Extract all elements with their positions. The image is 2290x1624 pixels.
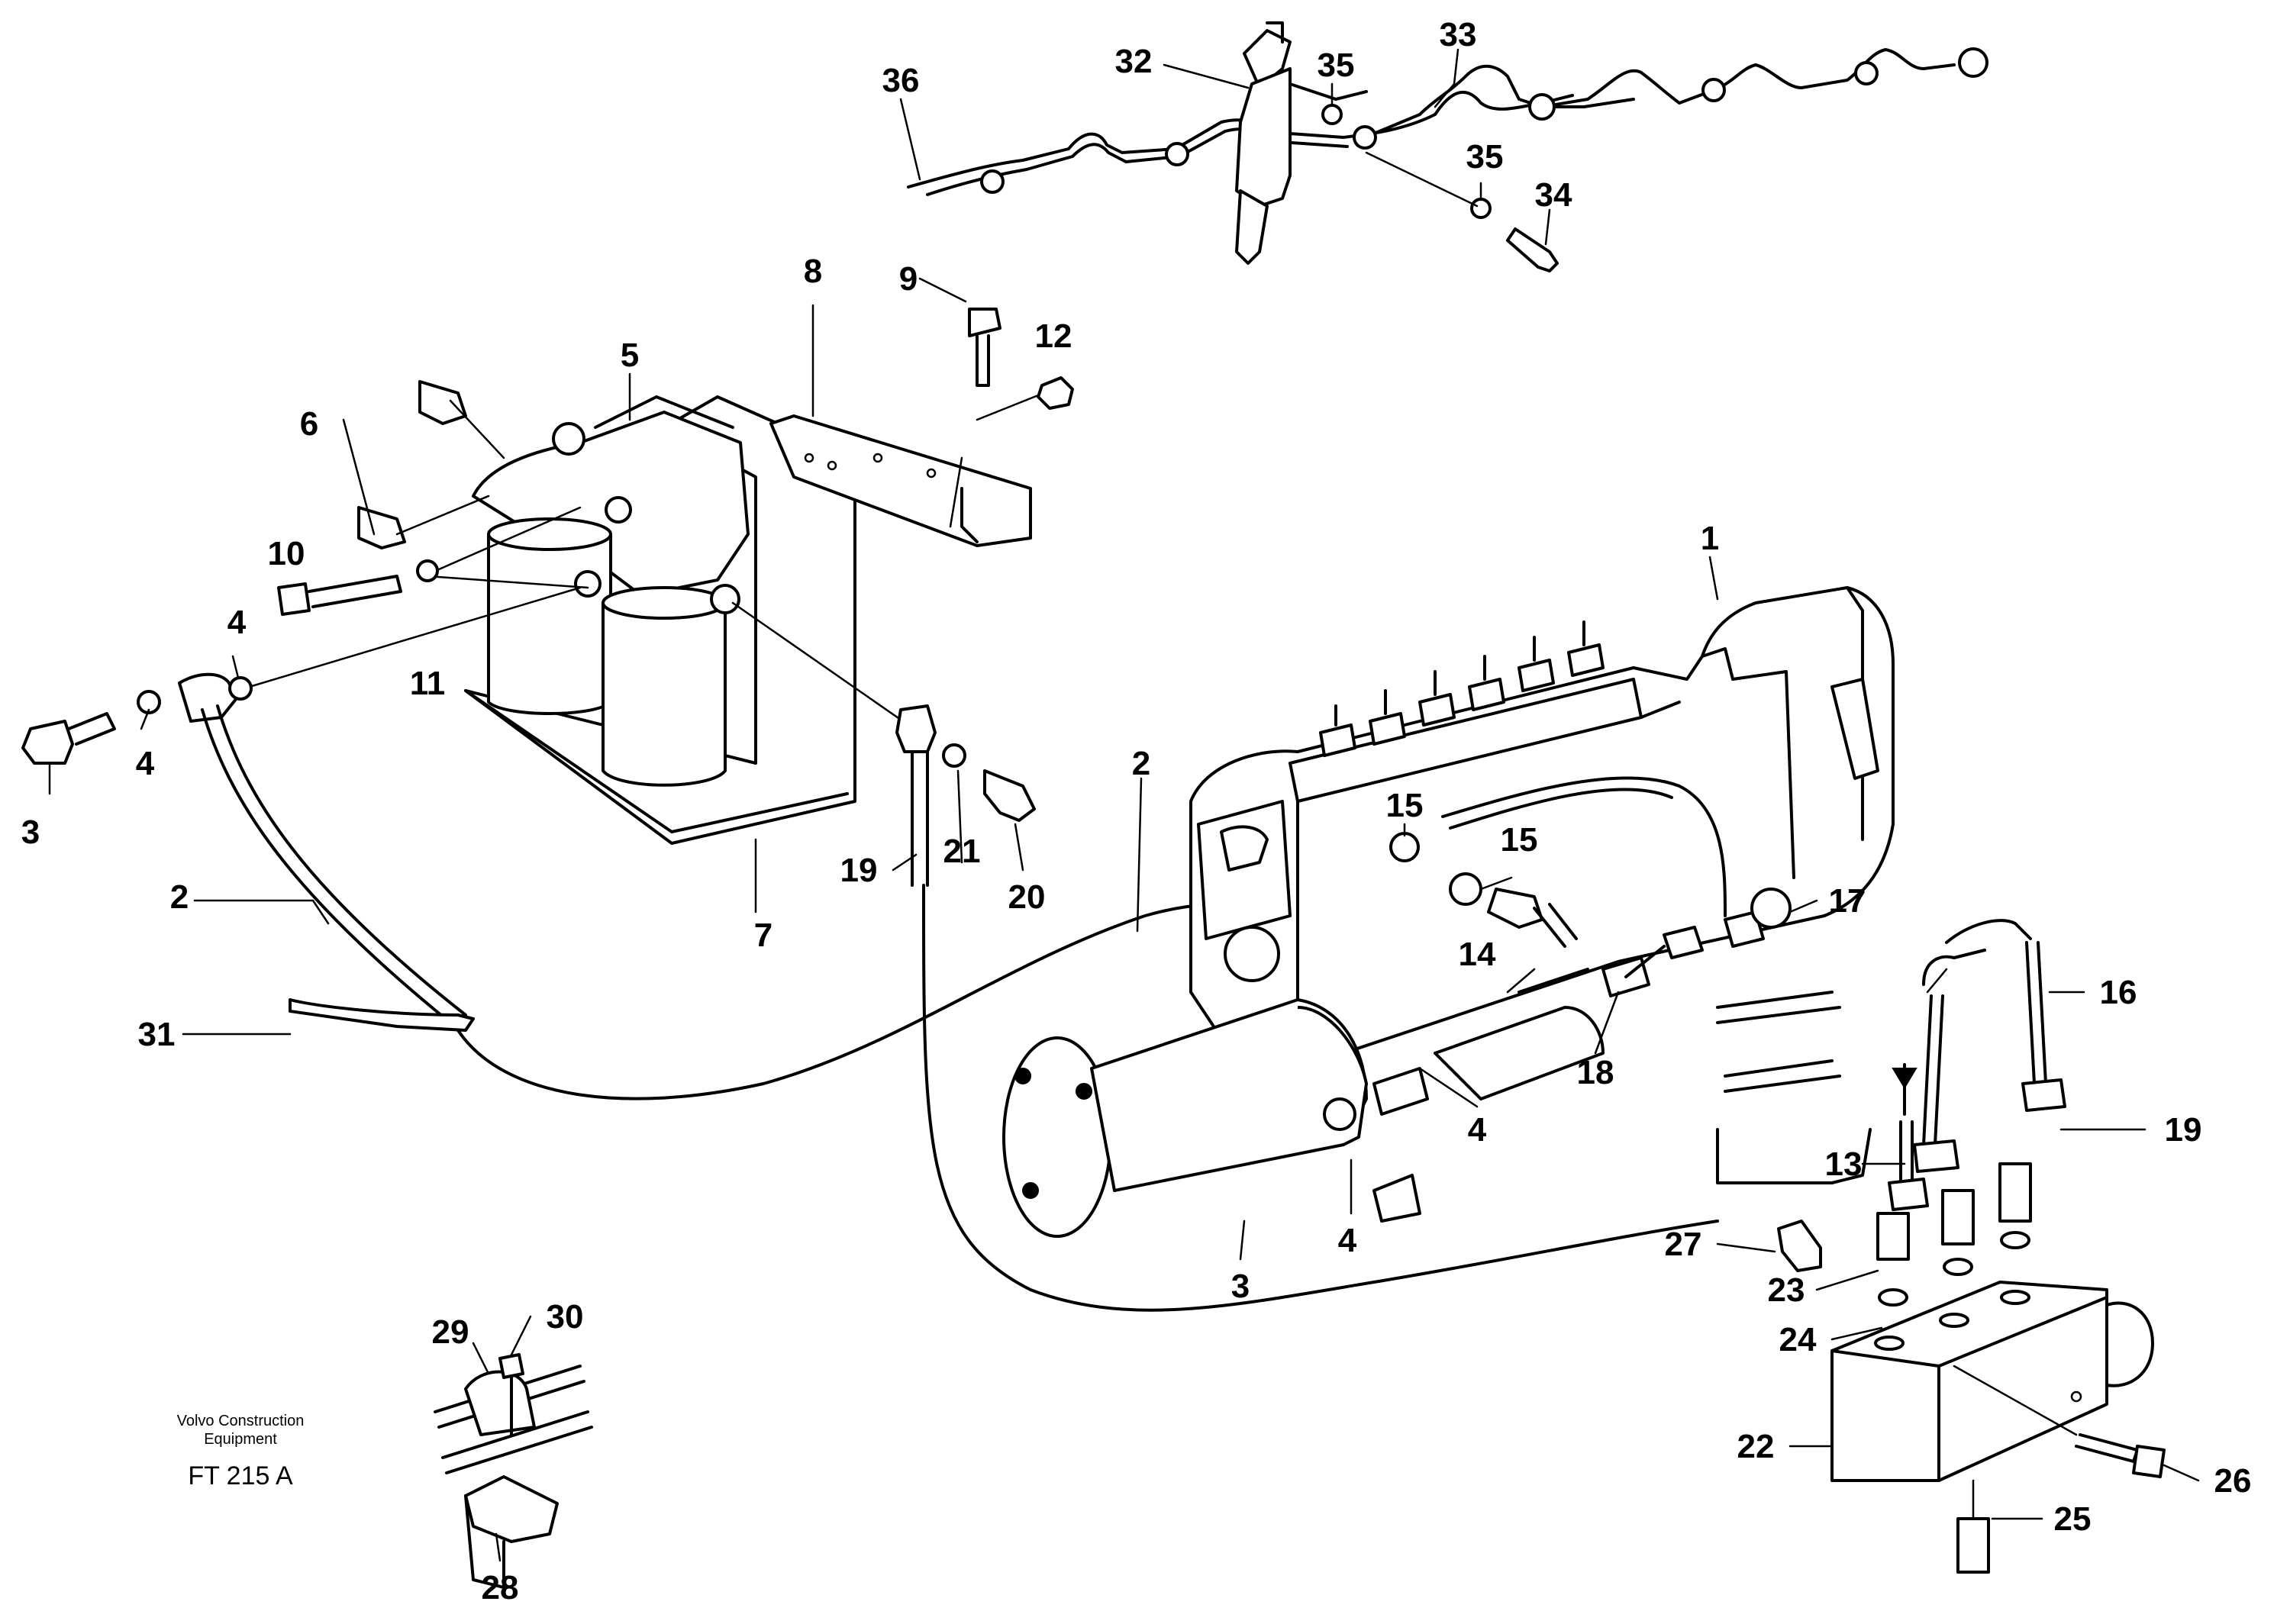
leader-lines [48,48,2200,1562]
label-part-9: 9 [899,260,918,298]
label-part-31: 31 [138,1016,176,1053]
label-part-23: 23 [1768,1271,1805,1309]
label-part-22: 22 [1737,1428,1775,1465]
clamp-detail [434,1353,593,1589]
delivery-valves [1319,620,1605,757]
label-part-16: 16 [2100,974,2137,1011]
label-part-2: 2 [170,878,189,916]
bolt-9 [968,308,1001,387]
label-part-30: 30 [547,1298,584,1336]
flow-arrow [1892,1063,1917,1116]
label-part-4: 4 [136,745,155,782]
label-part-3: 3 [1231,1268,1250,1305]
label-part-18: 18 [1577,1054,1614,1091]
label-part-19: 19 [840,852,878,889]
caption-company-line2: Equipment [204,1431,277,1448]
label-part-27: 27 [1665,1226,1702,1263]
label-part-3: 3 [21,814,40,851]
label-part-12: 12 [1035,317,1072,355]
valve-block-22 [1830,1281,2154,1482]
label-part-20: 20 [1008,878,1046,916]
delivery-pipes [907,47,1988,196]
label-part-4: 4 [1338,1222,1357,1259]
label-part-34: 34 [1535,176,1572,214]
label-part-15: 15 [1386,787,1424,824]
label-part-28: 28 [482,1569,519,1606]
label-part-2: 2 [1132,745,1150,782]
hoses-right [1716,919,2066,1184]
clip-31 [289,998,475,1032]
label-part-35: 35 [1466,138,1504,176]
bolt-10 [277,506,582,616]
banjo-fitting-left [21,672,467,1024]
fitting-13 [1888,1120,1929,1211]
label-part-29: 29 [432,1313,469,1351]
label-part-35: 35 [1318,47,1355,84]
label-part-4: 4 [227,604,247,641]
adapters [1876,1162,2166,1574]
part-labels: 1 2 2 3 3 4 4 4 4 5 6 7 8 9 10 11 12 13 … [21,16,2252,1606]
injection-pump [1189,586,1895,1055]
label-part-26: 26 [2214,1462,2252,1500]
nut-12 [976,376,1074,421]
label-part-5: 5 [621,337,639,374]
label-part-1: 1 [1701,520,1719,557]
label-part-13: 13 [1825,1146,1863,1183]
label-part-10: 10 [268,535,305,572]
hose-19-left [895,704,1719,1312]
banjo-bolt-34 [1365,151,1559,272]
label-part-11: 11 [410,665,446,702]
label-part-17: 17 [1829,882,1866,920]
label-part-4: 4 [1468,1111,1487,1149]
label-part-21: 21 [943,833,981,870]
label-part-25: 25 [2054,1500,2092,1538]
injector [1235,21,1368,265]
figure-code: FT 215 A [188,1461,293,1490]
label-part-15: 15 [1501,821,1538,859]
label-part-19: 19 [2165,1111,2202,1149]
fuel-filter-assembly [235,380,1032,845]
label-part-32: 32 [1115,43,1153,80]
caption-company: Volvo Construction [177,1413,305,1429]
fitting-27 [1777,1220,1822,1272]
label-part-36: 36 [882,62,920,99]
label-part-33: 33 [1440,16,1477,53]
label-part-14: 14 [1459,936,1496,973]
label-part-24: 24 [1779,1321,1817,1358]
label-part-6: 6 [300,405,318,443]
label-part-7: 7 [754,917,772,954]
feed-pump [1002,998,1605,1238]
pump-fittings [1389,832,1792,997]
label-part-8: 8 [804,253,822,290]
